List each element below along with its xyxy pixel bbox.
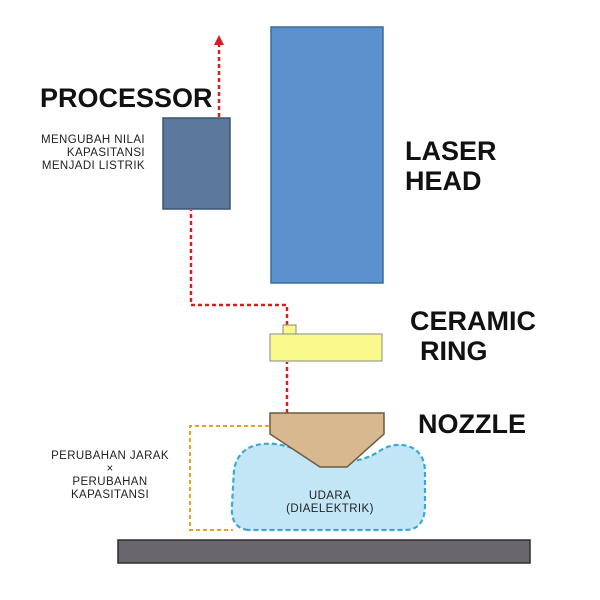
distance-indicator-line — [189, 425, 269, 531]
laser-head-label: LASER HEAD — [405, 136, 497, 196]
air-gap-label-line-1: UDARA — [308, 490, 352, 502]
air-gap-label: UDARA (DIAELEKTRIK) — [276, 490, 384, 516]
laser-head-label-line-1: LASER — [405, 136, 497, 166]
distance-note-line-3: PERUBAHAN — [72, 476, 148, 488]
nozzle — [269, 412, 385, 468]
processor-note-line-1: MENGUBAH NILAI — [40, 134, 145, 146]
ceramic-ring-label: CERAMIC RING — [410, 306, 536, 366]
ceramic-ring-label-line-2: RING — [420, 336, 488, 366]
ceramic-ring — [269, 333, 383, 362]
processor-note-line-2: KAPASITANSI — [66, 147, 145, 159]
ceramic-ring-label-line-1: CERAMIC — [410, 306, 536, 336]
air-gap-label-line-2: (DIAELEKTRIK) — [286, 503, 374, 515]
processor-label: PROCESSOR — [40, 83, 213, 113]
distance-note-line-2: × — [106, 463, 114, 475]
distance-note-line-1: PERUBAHAN JARAK — [51, 450, 169, 462]
processor-note-line-3: MENJADI LISTRIK — [41, 160, 145, 172]
nozzle-label: NOZZLE — [418, 409, 526, 439]
distance-note: PERUBAHAN JARAK × PERUBAHAN KAPASITANSI — [40, 450, 180, 502]
processor-note: MENGUBAH NILAI KAPASITANSI MENJADI LISTR… — [41, 134, 145, 173]
signal-line-upper — [189, 210, 289, 332]
laser-head-block — [270, 26, 384, 284]
processor-box — [162, 117, 231, 210]
laser-head-label-line-2: HEAD — [405, 166, 482, 196]
workpiece-plate — [117, 539, 531, 564]
air-gap-region — [230, 442, 427, 532]
distance-note-line-4: KAPASITANSI — [70, 489, 150, 501]
